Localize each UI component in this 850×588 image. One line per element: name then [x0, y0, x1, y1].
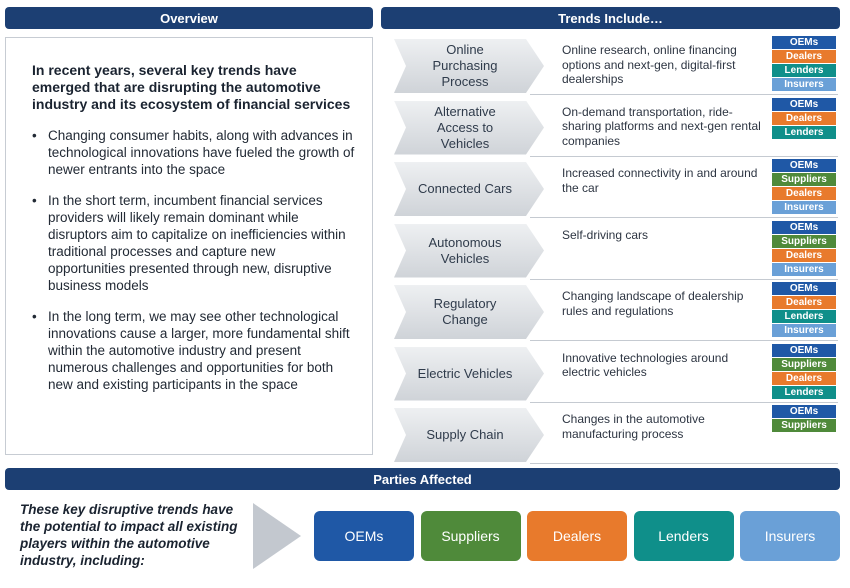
tag-oems: OEMs	[772, 97, 836, 111]
party-box-lenders: Lenders	[633, 511, 734, 561]
trend-row-supply-chain: Supply Chain Changes in the automotive ma…	[390, 405, 838, 464]
overview-panel: In recent years, several key trends have…	[5, 37, 373, 455]
tag-insurers: Insurers	[772, 324, 836, 337]
trend-chevron: Regulatory Change	[394, 285, 544, 339]
parties-header: Parties Affected	[5, 468, 840, 490]
trend-row-regulatory-change: Regulatory Change Changing landscape of d…	[390, 282, 838, 341]
trend-row-alternative-access-to-vehicles: Alternative Access to Vehicles On-demand …	[390, 97, 838, 157]
tag-lenders: Lenders	[772, 64, 836, 77]
trend-description: Innovative technologies around electric …	[562, 350, 729, 380]
parties-description: These key disruptive trends have the pot…	[20, 502, 238, 568]
tag-suppliers: Suppliers	[772, 419, 836, 432]
trend-row-connected-cars: Connected Cars Increased connectivity in …	[390, 159, 838, 218]
trend-chevron: Electric Vehicles	[394, 346, 544, 401]
tag-dealers: Dealers	[772, 371, 836, 385]
overview-bullet: In the long term, we may see other techn…	[32, 308, 356, 393]
tag-dealers: Dealers	[772, 296, 836, 309]
tag-dealers: Dealers	[772, 111, 836, 125]
trend-chevron: Connected Cars	[394, 162, 544, 216]
trend-row-online-purchasing-process: Online Purchasing Process Online research…	[390, 36, 838, 95]
tag-suppliers: Suppliers	[772, 234, 836, 248]
tag-insurers: Insurers	[772, 78, 836, 91]
tag-dealers: Dealers	[772, 50, 836, 63]
trend-chevron: Supply Chain	[394, 408, 544, 462]
trend-description: Self-driving cars	[562, 227, 649, 242]
tag-oems: OEMs	[772, 343, 836, 357]
tag-insurers: Insurers	[772, 262, 836, 276]
party-box-suppliers: Suppliers	[420, 511, 521, 561]
trend-description: Increased connectivity in and around the…	[562, 166, 758, 195]
trend-description: On-demand transportation, ride-sharing p…	[562, 104, 761, 148]
trend-row-autonomous-vehicles: Autonomous Vehicles Self-driving cars OEMs…	[390, 220, 838, 280]
trend-description: Online research, online financing option…	[562, 43, 737, 86]
party-box-oems: OEMs	[314, 511, 414, 561]
overview-header: Overview	[5, 7, 373, 29]
tag-oems: OEMs	[772, 405, 836, 418]
party-box-dealers: Dealers	[527, 511, 627, 561]
tag-lenders: Lenders	[772, 125, 836, 139]
tag-oems: OEMs	[772, 159, 836, 172]
overview-bullet: Changing consumer habits, along with adv…	[32, 127, 356, 178]
trends-header: Trends Include…	[381, 7, 840, 29]
tag-oems: OEMs	[772, 282, 836, 295]
trend-chevron: Alternative Access to Vehicles	[394, 100, 544, 155]
trend-chevron: Autonomous Vehicles	[394, 223, 544, 278]
tag-oems: OEMs	[772, 36, 836, 49]
trend-chevron: Online Purchasing Process	[394, 39, 544, 93]
tag-dealers: Dealers	[772, 187, 836, 200]
tag-dealers: Dealers	[772, 248, 836, 262]
tag-lenders: Lenders	[772, 385, 836, 399]
overview-bullet: In the short term, incumbent financial s…	[32, 192, 356, 294]
tag-suppliers: Suppliers	[772, 357, 836, 371]
tag-suppliers: Suppliers	[772, 173, 836, 186]
overview-intro: In recent years, several key trends have…	[32, 62, 351, 112]
parties-arrow-icon	[253, 503, 301, 569]
trend-description: Changing landscape of dealership rules a…	[562, 289, 744, 318]
party-box-insurers: Insurers	[740, 511, 840, 561]
tag-oems: OEMs	[772, 220, 836, 234]
trend-description: Changes in the automotive manufacturing …	[562, 412, 705, 441]
overview-bullet-list: Changing consumer habits, along with adv…	[32, 127, 356, 393]
tag-insurers: Insurers	[772, 201, 836, 214]
tag-lenders: Lenders	[772, 310, 836, 323]
trend-row-electric-vehicles: Electric Vehicles Innovative technologies…	[390, 343, 838, 403]
